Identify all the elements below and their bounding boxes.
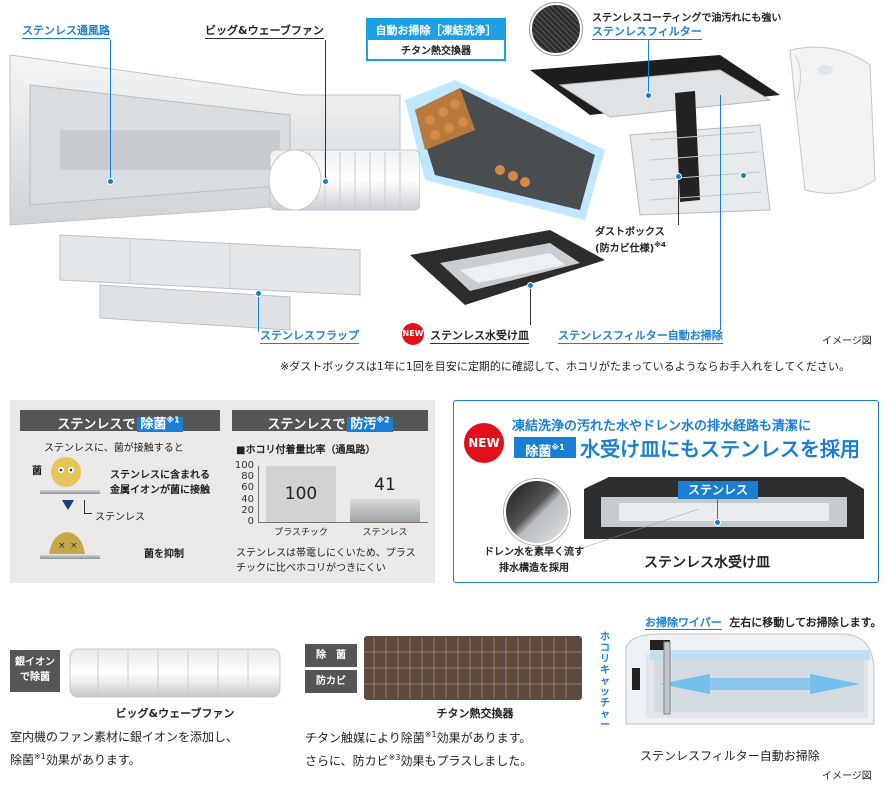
filter-note: ステンレスコーティングで油汚れにも強い bbox=[592, 13, 782, 24]
label-stainless-flap: ステンレスフラップ bbox=[260, 329, 359, 344]
y-tick-label: 40 bbox=[241, 493, 254, 505]
bar-value-label: 41 bbox=[374, 475, 396, 496]
germ-icon bbox=[51, 457, 81, 487]
germ-label: 菌 bbox=[32, 466, 42, 477]
filter-mesh-swatch bbox=[530, 3, 582, 55]
wiper-desc: 左右に移動してお掃除します。 bbox=[729, 616, 882, 629]
benefits-panel: ステンレスで除菌※1 ステンレスに、菌が接触すると 菌 ステンレスに含まれる 金… bbox=[10, 400, 435, 583]
suppress-label: 菌を抑制 bbox=[144, 549, 184, 560]
antibac-head: ステンレスで除菌※1 bbox=[20, 410, 220, 433]
category-label: プラスチック bbox=[274, 528, 328, 538]
wiper-label: お掃除ワイパー bbox=[645, 616, 722, 630]
drain-pan-illustration bbox=[410, 230, 605, 305]
drain-closeup bbox=[504, 479, 570, 545]
fan-caption: ビッグ&ウェーブファン bbox=[115, 707, 235, 720]
new-badge-panel: NEW bbox=[464, 423, 504, 463]
suppressed-germ-icon: × × bbox=[49, 532, 85, 554]
drainpan-line1: 凍結洗浄の汚れた水やドレン水の排水経路も清潔に bbox=[512, 419, 812, 434]
image-note-top: イメージ図 bbox=[822, 336, 872, 347]
label-big-wave-fan: ビッグ&ウェーブファン bbox=[205, 24, 324, 39]
antisoil-note: ステンレスは帯電しにくいため、プラス チックに比べホコリがつきにくい bbox=[236, 548, 416, 574]
y-tick-label: 0 bbox=[247, 516, 254, 527]
y-tick-label: 20 bbox=[241, 504, 254, 516]
front-panel-illustration bbox=[789, 46, 876, 194]
drain-pan-panel: NEW 凍結洗浄の汚れた水やドレン水の排水経路も清潔に 除菌※1 水受け皿にもス… bbox=[453, 400, 879, 583]
y-tick-label: 80 bbox=[241, 471, 254, 483]
bar-value-label: 100 bbox=[284, 484, 318, 504]
auto-clean-box: 自動お掃除［凍結洗浄］ チタン熱交換器 bbox=[366, 18, 506, 61]
heat-exchanger-illustration bbox=[405, 80, 605, 220]
filter-clean-illustration bbox=[625, 633, 875, 725]
titanium-hx-label: チタン熱交換器 bbox=[401, 46, 471, 57]
drain-structure-note: ドレン水を素早く流す 排水構造を採用 bbox=[484, 547, 584, 574]
fan-illustration bbox=[69, 648, 281, 698]
label-stainless-duct: ステンレス通風路 bbox=[22, 24, 110, 39]
pointer-line bbox=[84, 500, 92, 514]
indoor-unit-illustration bbox=[9, 54, 420, 331]
bar-plastic bbox=[266, 466, 336, 522]
filter-caption: ステンレスフィルター自動お掃除 bbox=[640, 749, 820, 763]
antibac-desc: ステンレスに含まれる 金属イオンが菌に接触 bbox=[110, 470, 210, 496]
antisoil-head: ステンレスで防汚※2 bbox=[232, 410, 428, 433]
footnote-dust-box: ※ダストボックスは1年に1回を目安に定期的に確認して、ホコリがたまっているような… bbox=[280, 360, 851, 373]
chart-title: ■ホコリ付着量比率（通風路） bbox=[236, 445, 376, 456]
svg-text:×: × bbox=[58, 541, 66, 551]
category-label: ステンレス bbox=[362, 528, 408, 538]
drainpan-caption: ステンレス水受け皿 bbox=[644, 555, 770, 571]
antibac-tag: 除菌※1 bbox=[514, 437, 576, 459]
hx-caption: チタン熱交換器 bbox=[436, 707, 514, 720]
x-axis bbox=[258, 522, 428, 523]
image-note-bottom: イメージ図 bbox=[822, 771, 872, 782]
stainless-plate-1 bbox=[40, 490, 100, 494]
stainless-tag: ステンレス bbox=[678, 481, 758, 499]
drain-pan-photo bbox=[579, 477, 864, 549]
new-badge-top: NEW bbox=[402, 323, 424, 345]
hx-mold-tag: 防カビ bbox=[305, 670, 357, 693]
label-filter-auto-clean: ステンレスフィルター自動お掃除 bbox=[558, 329, 723, 344]
antibac-line1: ステンレスに、菌が接触すると bbox=[44, 443, 184, 454]
bar-stainless bbox=[350, 499, 420, 522]
wiper-label-row: お掃除ワイパー 左右に移動してお掃除します。 bbox=[645, 614, 882, 630]
label-stainless-drain-pan: ステンレス水受け皿 bbox=[430, 329, 529, 344]
stainless-plate-2 bbox=[40, 555, 100, 559]
auto-clean-head: 自動お掃除［凍結洗浄］ bbox=[368, 20, 504, 40]
y-tick-label: 100 bbox=[234, 460, 254, 471]
hx-antibac-tag: 除 菌 bbox=[305, 644, 357, 667]
exploded-view: ステンレス通風路 ビッグ&ウェーブファン 自動お掃除［凍結洗浄］ チタン熱交換器… bbox=[0, 0, 889, 350]
dust-catcher-label: ホコリキャッチャー bbox=[600, 632, 610, 731]
silver-ion-tag: 銀イオン で除菌 bbox=[10, 650, 60, 692]
fan-desc: 室内機のファン素材に銀イオンを添加し、 除菌※1効果があります。 bbox=[10, 730, 239, 767]
hx-illustration bbox=[364, 636, 582, 700]
label-dust-box: ダストボックス (防カビ仕様)※4 bbox=[595, 227, 666, 255]
label-stainless-filter: ステンレスフィルター bbox=[592, 25, 702, 40]
svg-text:×: × bbox=[70, 541, 78, 551]
arrow-down-icon bbox=[62, 500, 74, 510]
stainless-label: ステンレス bbox=[95, 512, 145, 523]
filter-illustration bbox=[530, 55, 780, 216]
hx-desc: チタン触媒により除菌※1効果があります。 さらに、防カビ※3効果もプラスしました… bbox=[305, 730, 533, 768]
y-tick-label: 60 bbox=[241, 482, 254, 494]
drainpan-title: 水受け皿にもステンレスを採用 bbox=[580, 437, 860, 461]
y-axis bbox=[258, 466, 259, 522]
